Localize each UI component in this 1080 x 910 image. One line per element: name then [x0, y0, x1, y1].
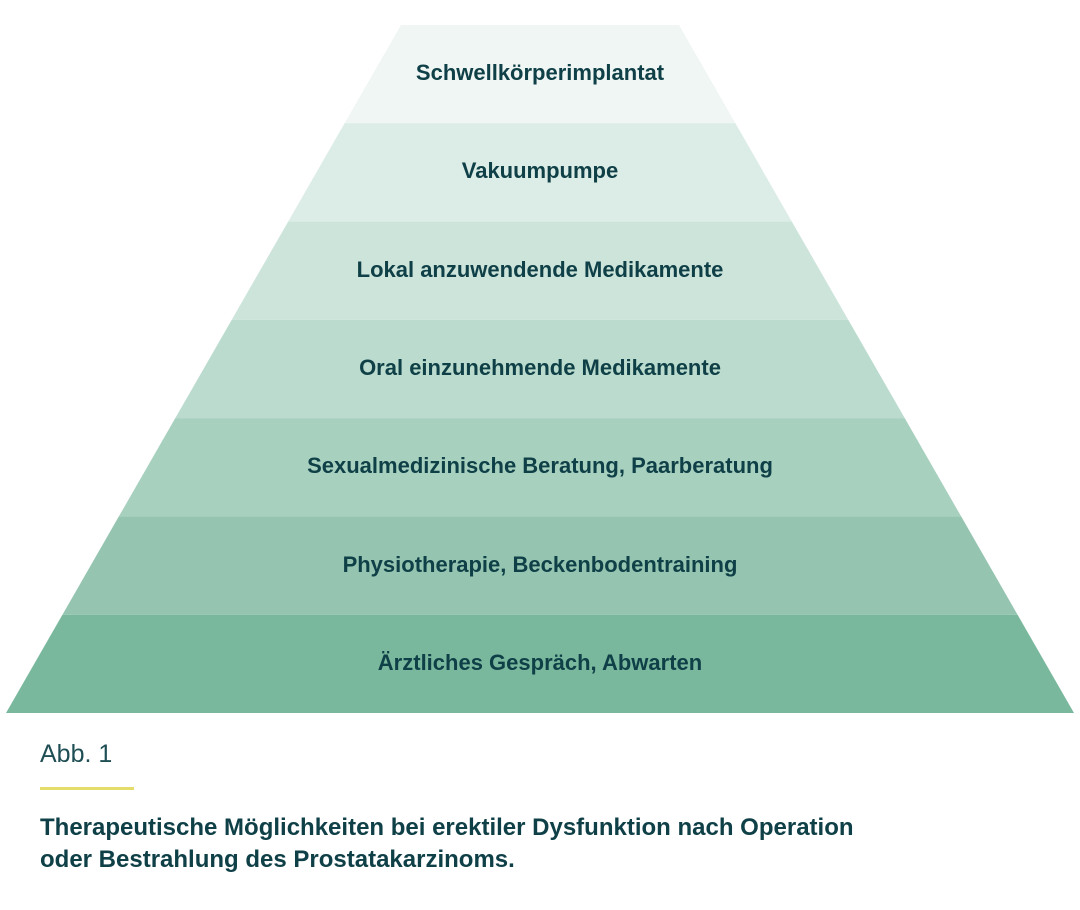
- pyramid-level-label: Sexualmedizinische Beratung, Paarberatun…: [307, 453, 773, 479]
- pyramid-level-label: Schwellkörperimplantat: [415, 60, 665, 86]
- pyramid-level: [344, 25, 736, 124]
- pyramid-level-label: Lokal anzuwendende Medikamente: [356, 256, 724, 282]
- pyramid-level: [231, 221, 849, 320]
- caption-line-1: Therapeutische Möglichkeiten bei erektil…: [40, 814, 854, 841]
- pyramid-level-label: Vakuumpumpe: [461, 158, 619, 184]
- pyramid-level-label: Physiotherapie, Beckenbodentraining: [342, 551, 738, 577]
- accent-divider: [40, 787, 134, 790]
- pyramid-level: [175, 319, 905, 419]
- figure-number: Abb. 1: [40, 740, 113, 768]
- pyramid-level: [62, 516, 1018, 615]
- pyramid-level: [6, 614, 1074, 713]
- pyramid-level: [288, 123, 792, 222]
- therapy-pyramid: [6, 25, 1074, 713]
- figure-caption: Therapeutische Möglichkeiten bei erektil…: [40, 812, 1000, 876]
- caption-line-2: oder Bestrahlung des Prostatakarzinoms.: [40, 846, 515, 873]
- pyramid-level: [118, 418, 962, 517]
- pyramid-level-label: Oral einzunehmende Medikamente: [359, 355, 721, 380]
- pyramid-level-label: Ärztliches Gespräch, Abwarten: [377, 649, 703, 675]
